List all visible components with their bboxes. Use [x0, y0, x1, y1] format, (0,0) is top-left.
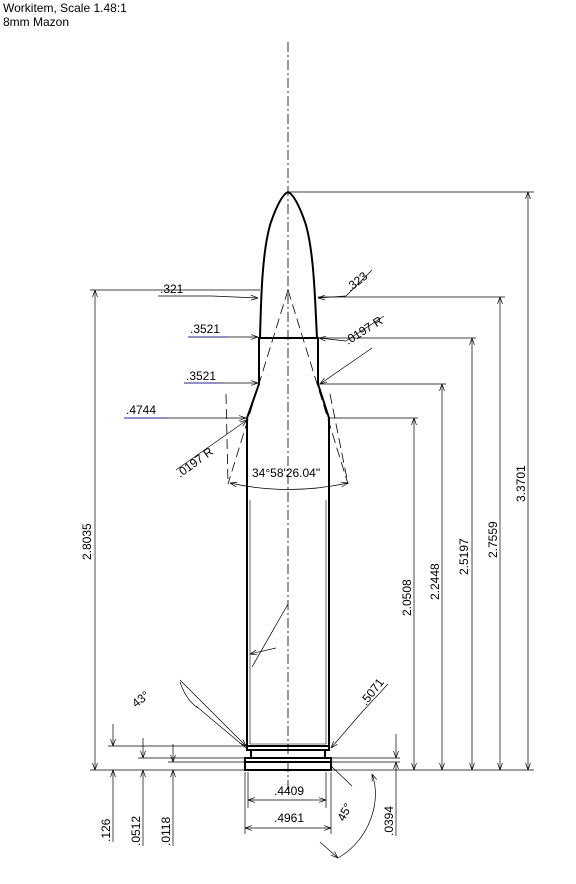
- t-0512-label: .0512: [129, 816, 143, 846]
- d-3521b-label: .3521: [186, 369, 216, 383]
- len-28035-label: 2.8035: [80, 523, 94, 560]
- thickness-0394-dim: .0394: [331, 734, 400, 836]
- shoulder-angle-label: 34°58'26.04": [252, 466, 320, 480]
- drawing-subtitle: 8mm Mazon: [3, 15, 70, 29]
- t-0118-label: .0118: [159, 817, 173, 846]
- length-27559-dim: 2.7559: [486, 297, 500, 770]
- d-323-label: .323: [343, 269, 370, 295]
- length-25197-dim: 2.5197: [457, 338, 472, 770]
- construction-lines: [225, 289, 349, 485]
- drawing-title: Workitem, Scale 1.48:1: [3, 1, 127, 15]
- len-22448-label: 2.2448: [428, 563, 442, 600]
- t-0394-label: .0394: [382, 806, 396, 836]
- diameter-321-dim: .321: [158, 282, 258, 298]
- d-321-label: .321: [160, 282, 184, 296]
- r-0197b-label: .0197 R: [174, 444, 217, 480]
- length-28035-dim: 2.8035: [80, 289, 260, 771]
- t-126-label: .126: [99, 818, 113, 842]
- diameter-3521-dim-a: .3521: [188, 322, 258, 337]
- diameter-4961-dim: .4961: [244, 772, 332, 834]
- radius-0197-arrow-b: [320, 347, 373, 384]
- r-0197a-label: .0197 R: [342, 313, 385, 347]
- radius-0197-dim-b: .0197 R: [174, 420, 247, 480]
- bottom-left-extension-lines: [108, 745, 247, 763]
- thickness-126-dim: .126: [99, 724, 113, 842]
- diameter-3521-dim-b: .3521: [184, 369, 258, 383]
- shoulder-angle-dim: 34°58'26.04": [230, 466, 348, 490]
- diameter-4744-dim: .4744: [124, 403, 246, 418]
- thickness-0512-dim: .0512: [129, 738, 143, 846]
- d-4409-label: .4409: [274, 784, 304, 798]
- len-25197-label: 2.5197: [457, 538, 471, 575]
- length-20508-dim: 2.0508: [400, 418, 414, 770]
- length-33701-dim: 3.3701: [514, 192, 528, 770]
- length-22448-dim: 2.2448: [428, 384, 442, 770]
- case-inner-lines: [249, 500, 327, 745]
- radius-0197-dim-a: .0197 R: [319, 313, 386, 348]
- d-4961-label: .4961: [274, 811, 304, 825]
- case-wall-arrow: [250, 603, 289, 668]
- angle-43-label: 43°: [129, 688, 152, 710]
- d-5071-label: .5071: [357, 675, 387, 708]
- len-20508-label: 2.0508: [400, 579, 414, 616]
- len-33701-label: 3.3701: [514, 465, 528, 502]
- d-4744-label: .4744: [126, 403, 156, 417]
- angle-45-label: 45°: [334, 801, 355, 824]
- thickness-0118-dim: .0118: [159, 744, 173, 846]
- diameter-323-dim: .323: [318, 269, 373, 298]
- diameter-4409-dim: .4409: [247, 772, 327, 808]
- angle-45-dim: 45°: [319, 765, 375, 858]
- len-27559-label: 2.7559: [486, 521, 500, 558]
- d-3521a-label: .3521: [190, 322, 220, 336]
- right-extension-lines: [288, 191, 534, 771]
- angle-43-dim: 43°: [129, 679, 246, 749]
- diameter-5071-dim: .5071: [331, 675, 389, 748]
